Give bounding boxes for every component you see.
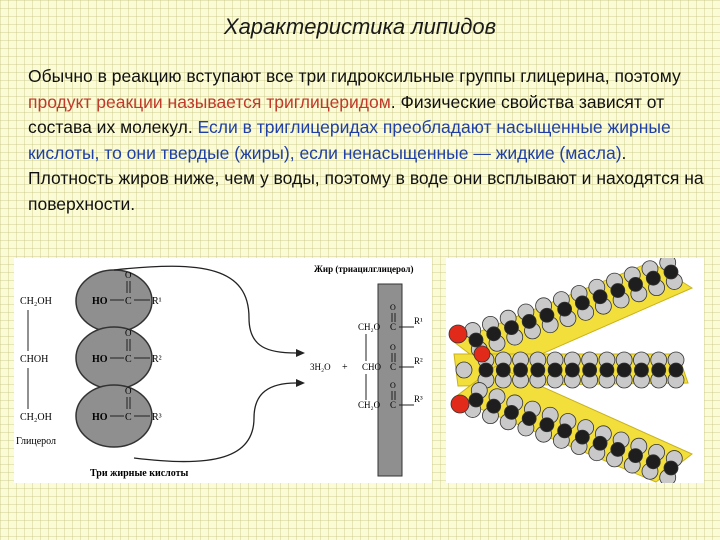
ester-group-3: CH₂O: [358, 400, 381, 410]
carbon-atom: [530, 362, 546, 378]
glycerol-group-1: CH₂OH: [20, 296, 52, 307]
carbon-atom: [663, 460, 679, 476]
carbon-atom: [486, 398, 502, 414]
carbon-atom: [504, 404, 519, 420]
ester-oxygen-3: O: [390, 381, 396, 390]
carbon-atom: [564, 362, 580, 378]
carbon-atom: [651, 362, 667, 378]
carbon-atom: [574, 429, 590, 445]
carbon-atom: [468, 332, 484, 348]
carbon-atom: [478, 362, 494, 378]
carbon-1: C: [125, 296, 132, 307]
text-part-5: . Плотность жиров ниже, чем у воды, поэт…: [28, 142, 704, 214]
oxygen-atom: [450, 394, 470, 414]
carbon-atom: [610, 442, 626, 457]
carbon-atom: [557, 423, 573, 439]
carbon-atom: [645, 270, 661, 286]
oxygen-2: O: [125, 328, 132, 338]
oxygen-1: O: [125, 270, 132, 280]
carbon-atom: [504, 320, 519, 336]
carbon-atom: [616, 362, 632, 378]
text-part-1: Обычно в реакцию вступают все три гидрок…: [28, 66, 681, 86]
oxygen-atom: [473, 345, 491, 363]
carbon-atom: [599, 362, 615, 378]
carbon-atom: [495, 362, 511, 378]
carbon-atom: [634, 362, 649, 378]
carbon-atom: [547, 362, 563, 378]
carbon-atom: [539, 307, 555, 323]
page-title: Характеристика липидов: [223, 14, 497, 39]
ester-carbon-3: C: [390, 400, 396, 410]
radical-3: R³: [152, 412, 162, 423]
ester-radical-2: R²: [414, 356, 423, 366]
carbon-atom: [521, 314, 537, 329]
molecule-image: [446, 254, 704, 486]
carbon-atom: [592, 435, 608, 451]
carbon-atom: [582, 362, 598, 378]
ho-3: HO: [92, 412, 108, 423]
arrow-bottom: [133, 382, 297, 463]
text-highlight-triglyceride: продукт реакции называется триглицеридом: [28, 91, 391, 112]
carbon-atom: [574, 295, 590, 311]
glycerol-group-3: CH₂OH: [20, 412, 52, 423]
text-highlight-fats-oils: Если в триглицеридах преобладают насыщен…: [28, 117, 671, 163]
radical-1: R¹: [152, 296, 162, 307]
water: 3H₂O: [310, 362, 331, 372]
oval-1: [75, 269, 153, 333]
ho-2: HO: [92, 354, 108, 365]
carbon-atom: [628, 276, 643, 292]
glycerol-label: Глицерол: [16, 436, 56, 447]
carbon-atom: [513, 362, 528, 378]
fat-bar: [377, 283, 403, 477]
molecule-svg: [448, 254, 694, 486]
ester-oxygen-2: O: [390, 343, 396, 352]
glycerol-group-2: CHOH: [20, 354, 48, 365]
carbon-atom: [557, 301, 573, 317]
carbon-atom: [486, 326, 502, 342]
radical-2: R²: [152, 354, 162, 365]
ester-group-1: CH₂O: [358, 322, 381, 332]
hydrogen-atom: [455, 361, 473, 379]
carbon-atom: [521, 411, 537, 426]
carbon-atom: [610, 283, 626, 298]
ester-carbon-1: C: [390, 322, 396, 332]
ester-oxygen-1: O: [390, 303, 396, 312]
esterification-diagram: CH₂OH CHOH CH₂OH Глицерол HO HO HO C C C…: [14, 258, 432, 483]
oxygen-3: O: [125, 386, 132, 396]
carbon-atom: [645, 454, 661, 470]
fat-label: Жир (триацилглицерол): [314, 264, 413, 274]
carbon-atom: [468, 392, 484, 408]
carbon-2: C: [125, 354, 132, 365]
acids-label: Три жирные кислоты: [90, 468, 189, 479]
ester-carbon-2: C: [390, 362, 396, 372]
ester-radical-3: R³: [414, 394, 423, 404]
carbon-atom: [628, 448, 643, 464]
ester-group-2: CHO: [362, 362, 382, 372]
plus-sign: +: [342, 362, 348, 373]
carbon-atom: [668, 362, 684, 378]
carbon-atom: [592, 289, 608, 305]
esterification-svg: CH₂OH CHOH CH₂OH Глицерол HO HO HO C C C…: [16, 264, 423, 479]
carbon-3: C: [125, 412, 132, 423]
arrow-top: [113, 265, 297, 354]
carbon-atom: [663, 264, 679, 280]
ho-1: HO: [92, 296, 108, 307]
atoms-group: [448, 254, 685, 486]
body-paragraph: Обычно в реакцию вступают все три гидрок…: [28, 64, 704, 217]
ester-radical-1: R¹: [414, 316, 423, 326]
text-part-3: . Физические свойства зависят от состава…: [28, 91, 665, 138]
oxygen-atom: [448, 324, 468, 344]
carbon-atom: [539, 417, 555, 433]
